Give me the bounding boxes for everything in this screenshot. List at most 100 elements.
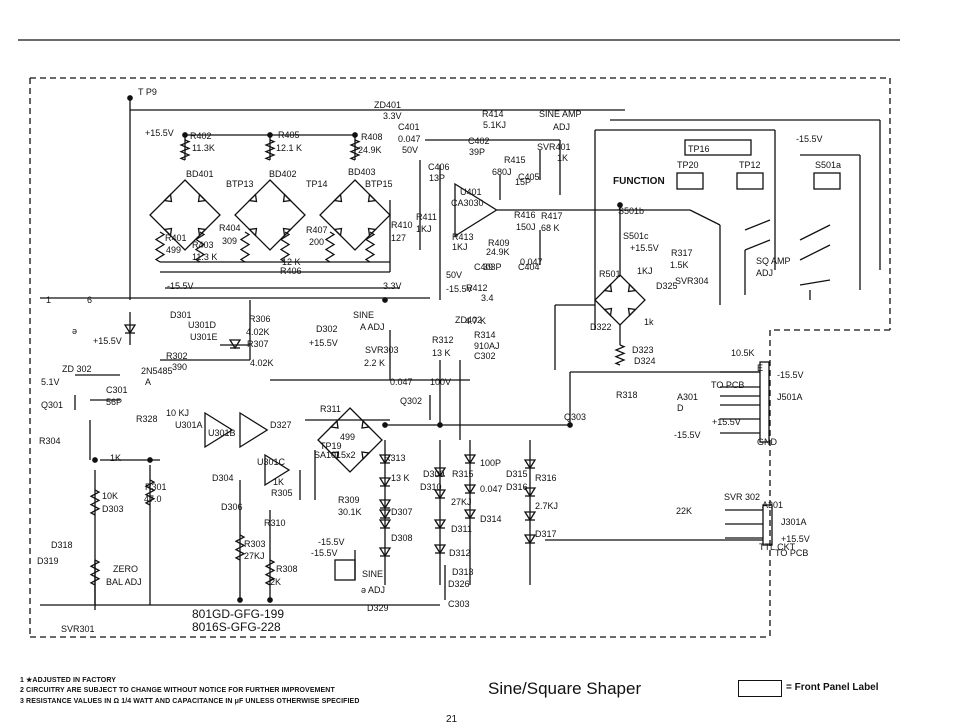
component-label: BD403 <box>348 167 376 177</box>
component-label: 5.1V <box>41 377 60 387</box>
component-label: +15.5V <box>781 534 810 544</box>
component-label: 10K <box>102 491 118 501</box>
component-label: R303 <box>244 539 266 549</box>
component-label: U301C <box>257 457 286 467</box>
component-label: 1k <box>644 317 654 327</box>
component-label: -15.5V <box>446 284 473 294</box>
component-label: R308 <box>276 564 298 574</box>
component-label: FUNCTION <box>613 176 665 187</box>
component-label: 12.1 K <box>276 143 302 153</box>
component-label: C403 <box>474 262 496 272</box>
component-label: Q303 <box>564 412 586 422</box>
component-label: R311 <box>320 404 341 414</box>
component-label: D327 <box>270 420 292 430</box>
component-label: +15.5V <box>145 128 174 138</box>
component-label: 100P <box>480 458 501 468</box>
component-label: D326 <box>448 579 470 589</box>
component-label: R410 <box>391 220 413 230</box>
component-label: 4.02K <box>250 358 274 368</box>
component-label: J501A <box>777 392 803 402</box>
component-label: R415 <box>504 155 526 165</box>
component-label: ZD401 <box>374 100 401 110</box>
component-label: 1.5K <box>670 260 689 270</box>
component-label: R304 <box>39 436 61 446</box>
component-label: TO PCB <box>775 548 808 558</box>
component-label: 6 <box>87 295 92 305</box>
component-label: 100V <box>430 377 451 387</box>
component-label: R317 <box>671 248 693 258</box>
component-label: 2N5485 <box>141 366 173 376</box>
component-label: S501a <box>815 160 841 170</box>
component-label: 0.047 <box>390 377 413 387</box>
component-label: TP12 <box>739 160 761 170</box>
component-label: 309 <box>222 236 237 246</box>
component-label: SVR303 <box>365 345 399 355</box>
component-label: U301A <box>175 420 203 430</box>
component-label: BTP13 <box>226 179 254 189</box>
component-label: 910AJ <box>474 341 500 351</box>
component-label: U301D <box>188 320 217 330</box>
component-label: 50V <box>402 145 418 155</box>
component-label: D323 <box>632 345 654 355</box>
component-label: D309 <box>423 469 445 479</box>
component-label: R402 <box>190 131 212 141</box>
component-label: SA1015x2 <box>314 450 356 460</box>
component-label: 68 K <box>541 223 560 233</box>
component-label: R310 <box>264 518 286 528</box>
component-label: SINE AMP <box>539 109 582 119</box>
component-label: 22K <box>676 506 692 516</box>
component-label: 0.047 <box>480 484 503 494</box>
component-label: 2.7KJ <box>535 501 558 511</box>
component-label: R408 <box>361 132 383 142</box>
component-label: 39 P <box>483 262 502 272</box>
component-label: R405 <box>278 130 300 140</box>
component-label: U401 <box>460 187 482 197</box>
component-label: C406 <box>428 162 450 172</box>
component-label: 24.9K <box>358 145 382 155</box>
component-label: R416 <box>514 210 536 220</box>
component-label: R307 <box>247 339 269 349</box>
component-label: 2K <box>270 577 281 587</box>
component-label: D303 <box>102 504 124 514</box>
component-label: ZD402 <box>455 315 482 325</box>
component-label: 27KJ <box>451 497 472 507</box>
component-label: 3.4 <box>481 293 494 303</box>
component-label: D317 <box>535 529 557 539</box>
component-label: D307 <box>391 507 413 517</box>
component-label: 30.1K <box>338 507 362 517</box>
component-label: R312 <box>432 335 454 345</box>
component-label: 10.5K <box>731 348 755 358</box>
component-label: D310 <box>420 482 442 492</box>
component-label: 10 KJ <box>166 408 189 418</box>
component-label: ZERO <box>113 564 138 574</box>
component-label: R414 <box>482 109 504 119</box>
component-label: R403 <box>192 240 214 250</box>
component-label: 3.3V <box>383 111 402 121</box>
component-label: ə ADJ <box>361 585 385 595</box>
component-label: 4.02K <box>246 327 270 337</box>
front-panel-label-legend: = Front Panel Label <box>786 682 879 693</box>
note-3: 3 RESISTANCE VALUES IN Ω 1/4 WATT AND CA… <box>20 698 360 705</box>
component-label: TO PCB <box>711 380 744 390</box>
component-label: 11.3 K <box>192 252 217 262</box>
component-label: C404 <box>518 262 540 272</box>
component-label: BD401 <box>186 169 214 179</box>
component-label: SINE <box>362 569 383 579</box>
component-label: TP16 <box>688 144 710 154</box>
note-2: 2 CIRCUITRY ARE SUBJECT TO CHANGE WITHOU… <box>20 687 335 694</box>
component-label: R406 <box>280 266 302 276</box>
component-label: +15.5V <box>93 336 122 346</box>
component-label: ADJ <box>756 268 773 278</box>
component-label: U301E <box>190 332 218 342</box>
component-label: R417 <box>541 211 563 221</box>
component-label: R313 <box>384 453 406 463</box>
component-label: ADJ <box>553 122 570 132</box>
component-label: TP20 <box>677 160 699 170</box>
component-label: R407 <box>306 225 328 235</box>
component-label: 3 <box>0 0 5 2</box>
component-label: Q301 <box>41 400 63 410</box>
component-label: -15.5V <box>777 370 804 380</box>
component-label: 56P <box>106 397 122 407</box>
component-label: 27KJ <box>244 551 265 561</box>
component-label: 1KJ <box>637 266 653 276</box>
